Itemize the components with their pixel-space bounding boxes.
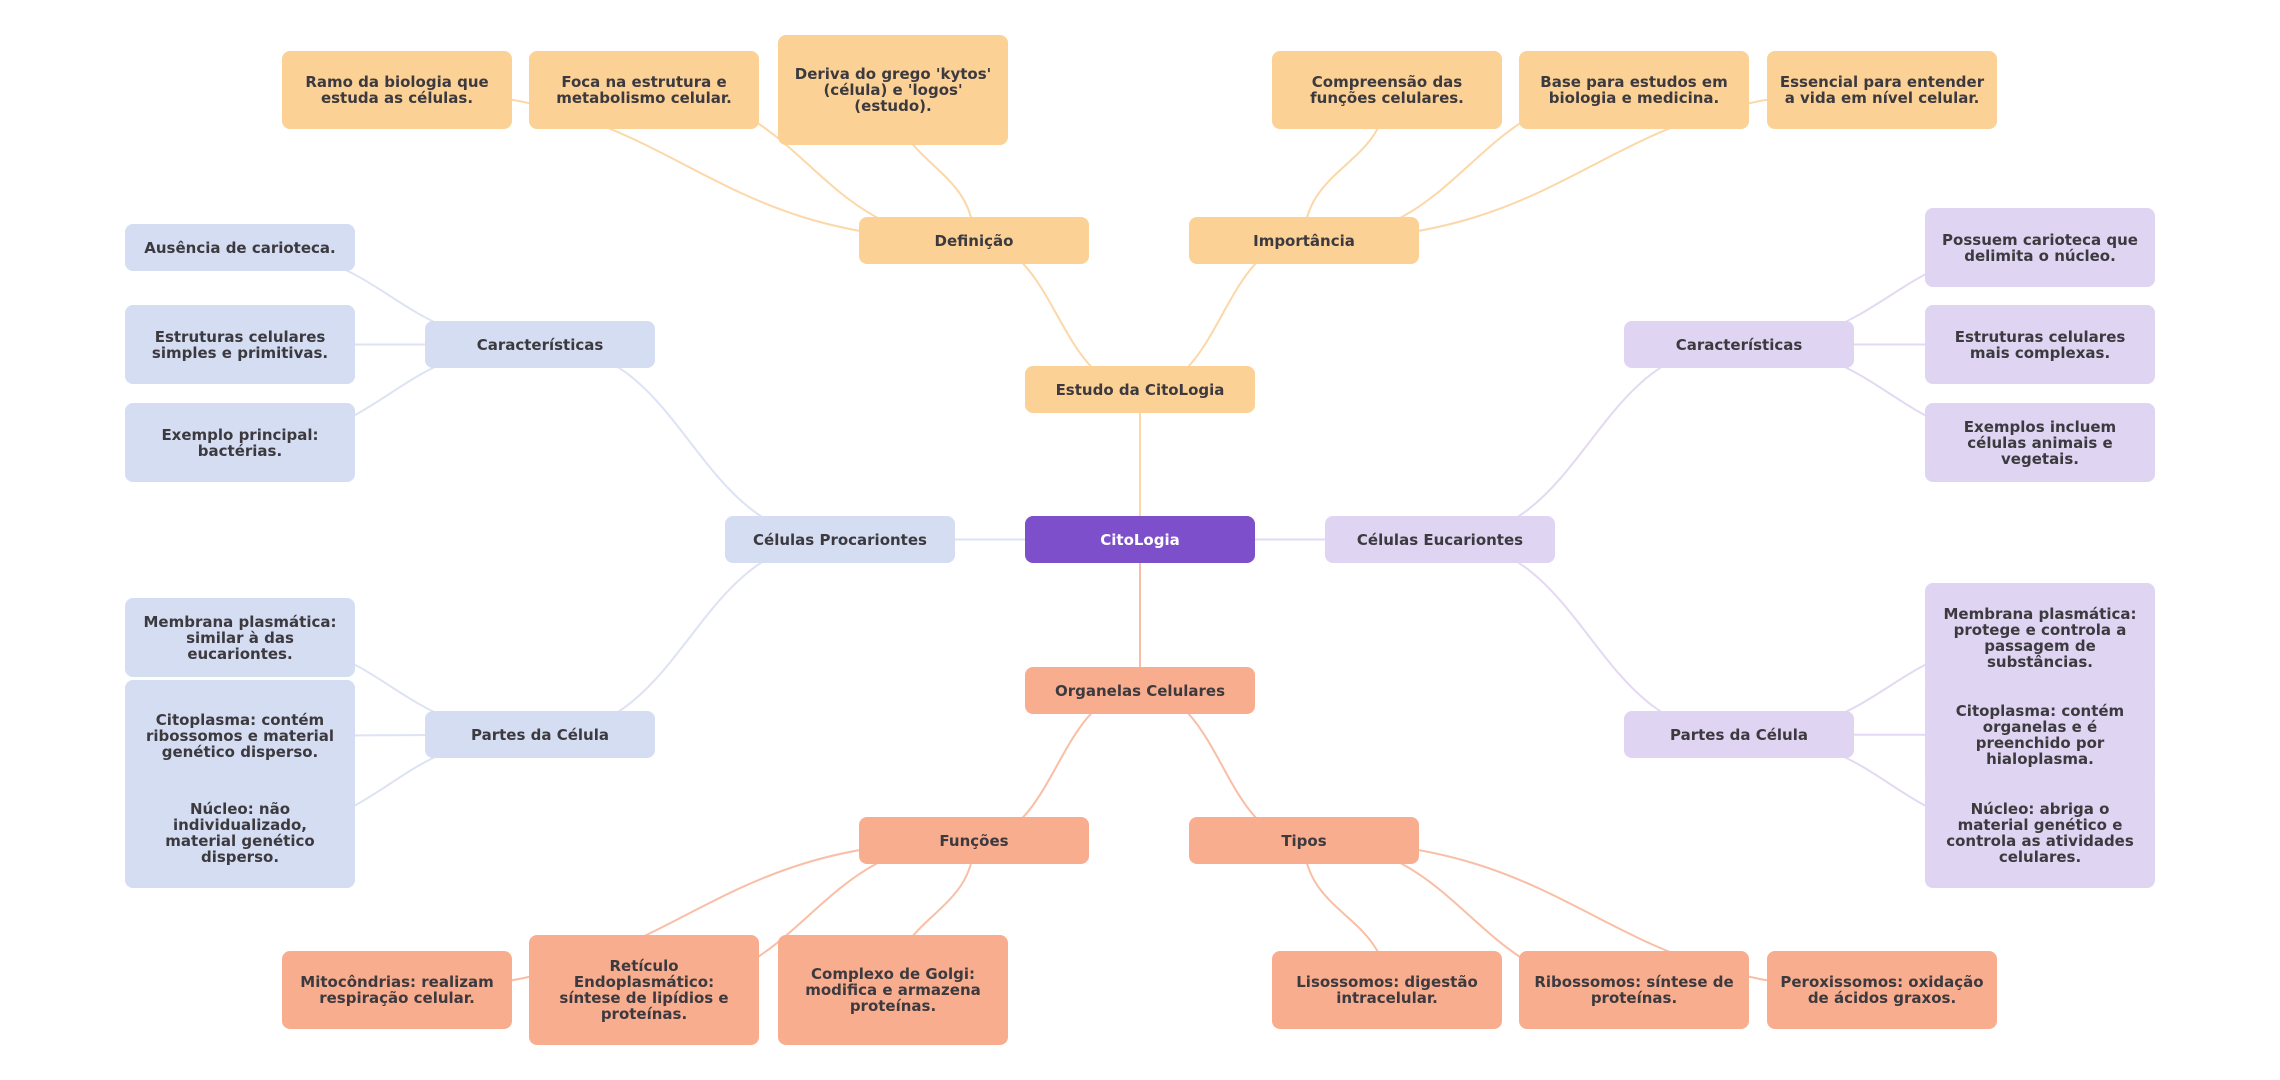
node-eucariontes-caracteristicas[interactable]: Características (1624, 321, 1854, 368)
root-label: CitoLogia (1100, 530, 1180, 549)
leaf-importancia-1[interactable]: Compreensão das funções celulares. (1272, 51, 1502, 129)
leaf-definicao-1[interactable]: Ramo da biologia que estuda as células. (282, 51, 512, 129)
node-tipos[interactable]: Tipos (1189, 817, 1419, 864)
leaf-text: Ausência de carioteca. (144, 238, 336, 257)
node-eucariontes-partes[interactable]: Partes da Célula (1624, 711, 1854, 758)
node-label: Células Procariontes (753, 530, 927, 549)
node-organelas-celulares[interactable]: Organelas Celulares (1025, 667, 1255, 714)
leaf-text: Citoplasma: contém organelas e é preench… (1955, 702, 2125, 768)
leaf-procariontes-caracteristica-3[interactable]: Exemplo principal: bactérias. (125, 403, 355, 482)
leaf-text: Ribossomos: síntese de proteínas. (1534, 973, 1734, 1007)
leaf-eucariontes-caracteristica-2[interactable]: Estruturas celulares mais complexas. (1925, 305, 2155, 384)
leaf-tipo-1[interactable]: Lisossomos: digestão intracelular. (1272, 951, 1502, 1029)
leaf-text: Foca na estrutura e metabolismo celular. (556, 73, 732, 107)
edge-euc-eucp (1439, 538, 1740, 736)
leaf-text: Núcleo: não individualizado, material ge… (165, 800, 315, 866)
root-node[interactable]: CitoLogia (1025, 516, 1255, 563)
leaf-text: Ramo da biologia que estuda as células. (305, 73, 489, 107)
leaf-text: Exemplos incluem células animais e veget… (1963, 417, 2117, 468)
node-label: Definição (934, 231, 1014, 250)
leaf-definicao-3[interactable]: Deriva do grego 'kytos' (célula) e 'logo… (778, 35, 1008, 145)
node-funcoes[interactable]: Funções (859, 817, 1089, 864)
leaf-text: Retículo Endoplasmático: síntese de lipí… (559, 957, 729, 1023)
node-label: Estudo da CitoLogia (1055, 380, 1225, 399)
node-definicao[interactable]: Definição (859, 217, 1089, 264)
node-celulas-eucariontes[interactable]: Células Eucariontes (1325, 516, 1555, 563)
leaf-text: Lisossomos: digestão intracelular. (1296, 973, 1478, 1007)
leaf-eucariontes-parte-2[interactable]: Citoplasma: contém organelas e é preench… (1925, 680, 2155, 790)
leaf-procariontes-caracteristica-1[interactable]: Ausência de carioteca. (125, 224, 355, 271)
node-label: Características (476, 335, 604, 354)
leaf-text: Base para estudos em biologia e medicina… (1540, 73, 1728, 107)
leaf-eucariontes-parte-1[interactable]: Membrana plasmática: protege e controla … (1925, 583, 2155, 693)
leaf-eucariontes-caracteristica-3[interactable]: Exemplos incluem células animais e veget… (1925, 403, 2155, 482)
edge-pro-prop (539, 538, 841, 736)
node-label: Partes da Célula (1670, 725, 1808, 744)
leaf-procariontes-parte-1[interactable]: Membrana plasmática: similar à das eucar… (125, 598, 355, 677)
node-label: Características (1675, 335, 1803, 354)
leaf-procariontes-parte-2[interactable]: Citoplasma: contém ribossomos e material… (125, 680, 355, 792)
node-label: Partes da Célula (471, 725, 609, 744)
node-label: Organelas Celulares (1054, 681, 1226, 700)
node-procariontes-caracteristicas[interactable]: Características (425, 321, 655, 368)
edge-euc-eucc (1439, 343, 1740, 541)
leaf-tipo-2[interactable]: Ribossomos: síntese de proteínas. (1519, 951, 1749, 1029)
leaf-text: Mitocôndrias: realizam respiração celula… (300, 973, 494, 1007)
node-celulas-procariontes[interactable]: Células Procariontes (725, 516, 955, 563)
leaf-text: Membrana plasmática: protege e controla … (1943, 605, 2137, 671)
node-estudo-da-citologia[interactable]: Estudo da CitoLogia (1025, 366, 1255, 413)
leaf-text: Membrana plasmática: similar à das eucar… (143, 612, 337, 663)
leaf-text: Essencial para entender a vida em nível … (1779, 73, 1985, 107)
leaf-text: Peroxissomos: oxidação de ácidos graxos. (1780, 973, 1984, 1007)
leaf-procariontes-parte-3[interactable]: Núcleo: não individualizado, material ge… (125, 778, 355, 888)
leaf-importancia-2[interactable]: Base para estudos em biologia e medicina… (1519, 51, 1749, 129)
leaf-funcao-1[interactable]: Mitocôndrias: realizam respiração celula… (282, 951, 512, 1029)
leaf-text: Compreensão das funções celulares. (1310, 73, 1464, 107)
leaf-funcao-3[interactable]: Complexo de Golgi: modifica e armazena p… (778, 935, 1008, 1045)
leaf-text: Deriva do grego 'kytos' (célula) e 'logo… (794, 65, 992, 115)
leaf-text: Possuem carioteca que delimita o núcleo. (1942, 230, 2138, 265)
node-label: Funções (939, 831, 1009, 850)
leaf-importancia-3[interactable]: Essencial para entender a vida em nível … (1767, 51, 1997, 129)
leaf-text: Complexo de Golgi: modifica e armazena p… (805, 965, 981, 1015)
node-importancia[interactable]: Importância (1189, 217, 1419, 264)
node-label: Importância (1253, 231, 1355, 250)
leaf-procariontes-caracteristica-2[interactable]: Estruturas celulares simples e primitiva… (125, 305, 355, 384)
node-label: Células Eucariontes (1356, 530, 1524, 549)
leaf-text: Estruturas celulares mais complexas. (1954, 327, 2126, 362)
leaf-eucariontes-caracteristica-1[interactable]: Possuem carioteca que delimita o núcleo. (1925, 208, 2155, 287)
node-procariontes-partes[interactable]: Partes da Célula (425, 711, 655, 758)
leaf-eucariontes-parte-3[interactable]: Núcleo: abriga o material genético e con… (1925, 778, 2155, 888)
leaf-definicao-2[interactable]: Foca na estrutura e metabolismo celular. (529, 51, 759, 129)
edge-pro-proc (539, 343, 841, 541)
leaf-text: Estruturas celulares simples e primitiva… (151, 327, 329, 362)
leaf-tipo-3[interactable]: Peroxissomos: oxidação de ácidos graxos. (1767, 951, 1997, 1029)
leaf-funcao-2[interactable]: Retículo Endoplasmático: síntese de lipí… (529, 935, 759, 1045)
leaf-text: Exemplo principal: bactérias. (161, 425, 319, 460)
leaf-text: Citoplasma: contém ribossomos e material… (145, 711, 335, 761)
leaf-text: Núcleo: abriga o material genético e con… (1946, 800, 2134, 866)
node-label: Tipos (1281, 831, 1327, 850)
